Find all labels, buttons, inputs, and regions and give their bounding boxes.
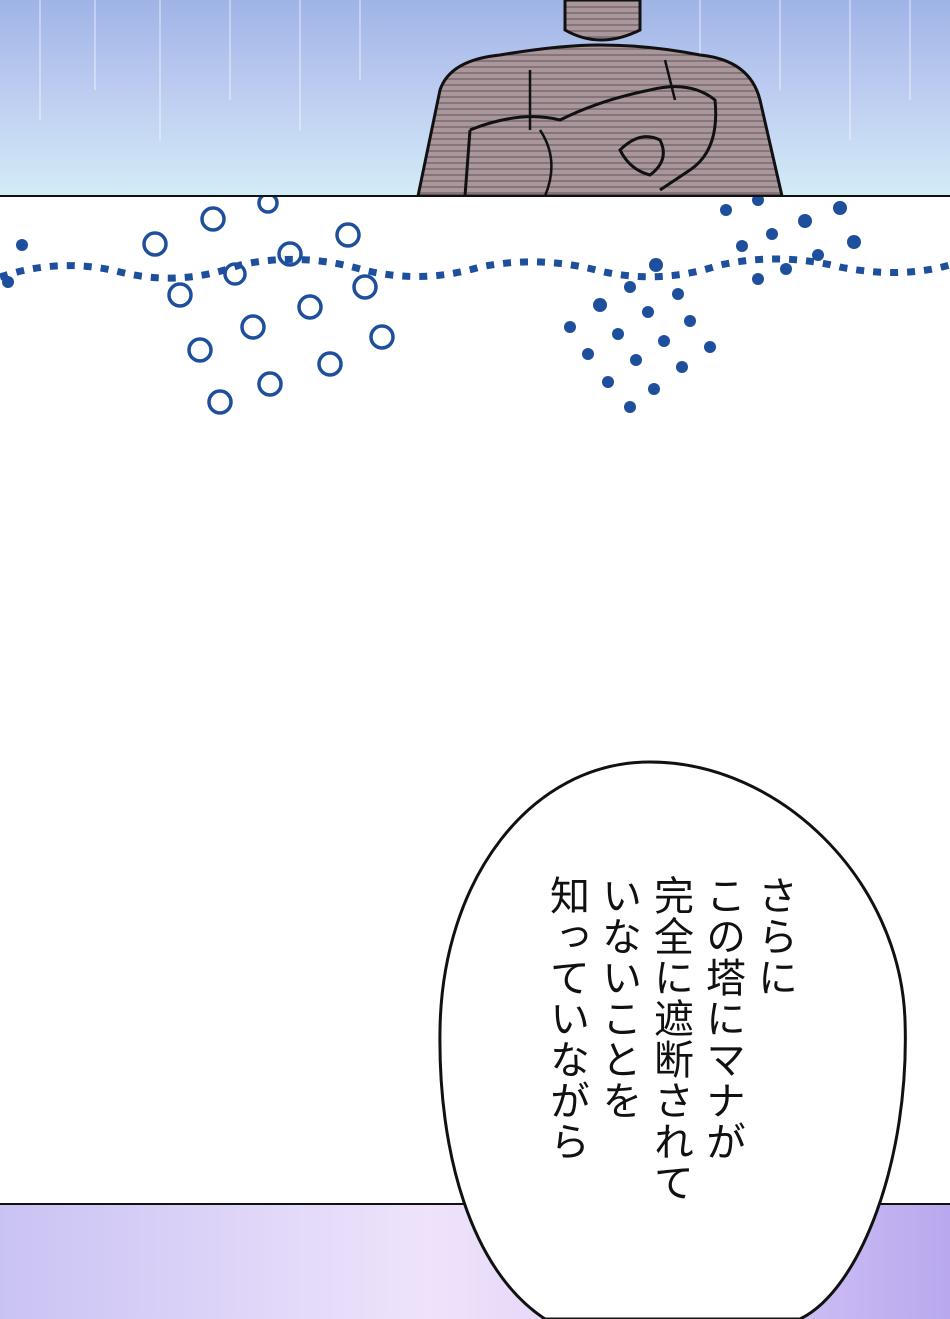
character-torso-art xyxy=(39,0,911,196)
speech-line: 完全に遮断されて xyxy=(647,875,693,1203)
panel-divider xyxy=(0,195,950,197)
top-panel xyxy=(0,0,950,196)
speech-line: いないことを xyxy=(595,875,641,1121)
dot-decoration xyxy=(0,197,950,415)
speech-line: さらに xyxy=(751,875,797,998)
speech-line: この塔にマナが xyxy=(699,875,745,1162)
speech-line: 知っていながら xyxy=(543,875,589,1162)
speech-text: さらに この塔にマナが 完全に遮断されて いないことを 知っていながら xyxy=(540,875,800,1205)
